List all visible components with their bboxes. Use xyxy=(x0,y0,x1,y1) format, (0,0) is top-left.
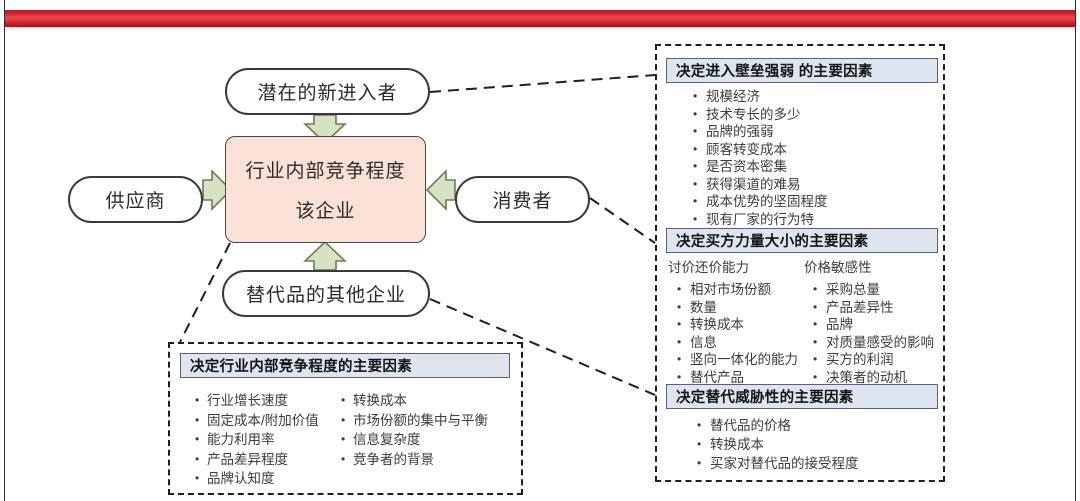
rivalry-item: 产品差异程度 xyxy=(194,450,340,470)
panel-rivalry-title: 决定行业内部竞争程度的主要因素 xyxy=(180,353,510,378)
node-substitutes[interactable]: 替代品的其他企业 xyxy=(222,270,430,317)
panel-substitute-threat: 决定替代威胁性的主要因素 替代品的价格转换成本买家对替代品的接受程度 xyxy=(666,384,938,473)
node-substitutes-label: 替代品的其他企业 xyxy=(245,285,406,306)
panel-buyer-power: 决定买方力量大小的主要因素 讨价还价能力 相对市场份额数量转换成本信息竖向一体化… xyxy=(666,228,938,386)
entry-barrier-list: 规模经济技术专长的多少品牌的强弱顾客转变成本是否资本密集获得渠道的难易成本优势的… xyxy=(690,88,938,228)
rivalry-item: 竞争者的背景 xyxy=(340,450,508,470)
panel-substitute-threat-title: 决定替代威胁性的主要因素 xyxy=(666,384,938,409)
node-potential-entrants-label: 潜在的新进入者 xyxy=(257,83,398,104)
arrow-left-consumer xyxy=(425,169,456,211)
panel-buyer-power-title: 决定买方力量大小的主要因素 xyxy=(666,228,938,253)
entry-barrier-item: 规模经济 xyxy=(690,88,938,106)
buyer-bargaining-title: 讨价还价能力 xyxy=(668,260,749,275)
rivalry-item: 固定成本/附加价值 xyxy=(194,411,340,431)
rivalry-item: 市场份额的集中与平衡 xyxy=(340,411,508,431)
panel-entry-barrier-title: 决定进入壁垒强弱 的主要因素 xyxy=(666,58,938,83)
buyer-bargaining-item: 数量 xyxy=(674,299,792,317)
right-factors-container xyxy=(655,44,945,482)
buyer-price-sensitivity-list: 采购总量产品差异性品牌对质量感受的影响买方的利润决策者的动机 xyxy=(810,281,952,386)
node-consumer-label: 消费者 xyxy=(492,191,553,212)
rivalry-item: 转换成本 xyxy=(340,391,508,411)
buyer-price-sensitivity-item: 买方的利润 xyxy=(810,351,952,369)
rivalry-list-a: 行业增长速度固定成本/附加价值能力利用率产品差异程度品牌认知度 xyxy=(194,391,340,489)
substitute-threat-list: 替代品的价格转换成本买家对替代品的接受程度 xyxy=(694,416,938,473)
rivalry-item: 行业增长速度 xyxy=(194,391,340,411)
entry-barrier-item: 技术专长的多少 xyxy=(690,106,938,124)
page-border-right xyxy=(1075,0,1076,501)
buyer-price-sensitivity-column: 价格敏感性 采购总量产品差异性品牌对质量感受的影响买方的利润决策者的动机 xyxy=(802,256,952,386)
buyer-bargaining-item: 相对市场份额 xyxy=(674,281,792,299)
node-supplier-label: 供应商 xyxy=(105,191,166,212)
arrow-up-substitutes xyxy=(302,240,348,271)
substitute-threat-item: 转换成本 xyxy=(694,435,938,454)
buyer-bargaining-list: 相对市场份额数量转换成本信息竖向一体化的能力替代产品 xyxy=(674,281,798,387)
buyer-bargaining-column: 讨价还价能力 相对市场份额数量转换成本信息竖向一体化的能力替代产品 xyxy=(666,256,798,387)
rivalry-factors-container xyxy=(168,342,523,495)
rivalry-item: 能力利用率 xyxy=(194,430,340,450)
buyer-bargaining-item: 竖向一体化的能力 xyxy=(674,351,798,369)
entry-barrier-item: 成本优势的坚固程度 xyxy=(690,193,938,211)
buyer-bargaining-item: 替代产品 xyxy=(674,369,792,387)
buyer-price-sensitivity-item: 产品差异性 xyxy=(810,299,952,317)
node-supplier[interactable]: 供应商 xyxy=(68,176,203,223)
node-consumer[interactable]: 消费者 xyxy=(455,176,590,223)
entry-barrier-item: 现有厂家的行为特 xyxy=(690,211,938,229)
leader-entrants-to-entry xyxy=(429,74,656,93)
node-industry-rivalry-center[interactable]: 行业内部竞争程度 该企业 xyxy=(225,136,426,243)
rivalry-column-a: 行业增长速度固定成本/附加价值能力利用率产品差异程度品牌认知度 xyxy=(180,386,340,489)
page-border-left xyxy=(4,0,5,501)
buyer-bargaining-item: 转换成本 xyxy=(674,316,792,334)
entry-barrier-item: 品牌的强弱 xyxy=(690,123,938,141)
buyer-price-sensitivity-title: 价格敏感性 xyxy=(804,260,872,275)
substitute-threat-item: 替代品的价格 xyxy=(694,416,938,435)
rivalry-list-b: 转换成本市场份额的集中与平衡信息复杂度竞争者的背景 xyxy=(340,391,508,469)
rivalry-column-b: 转换成本市场份额的集中与平衡信息复杂度竞争者的背景 xyxy=(340,386,508,489)
buyer-price-sensitivity-item: 采购总量 xyxy=(810,281,952,299)
node-potential-entrants[interactable]: 潜在的新进入者 xyxy=(225,68,430,115)
title-accent-bar xyxy=(5,10,1075,27)
leader-consumer-to-buyer xyxy=(589,197,656,244)
buyer-price-sensitivity-item: 对质量感受的影响 xyxy=(810,334,952,352)
rivalry-item: 信息复杂度 xyxy=(340,430,508,450)
rivalry-item: 品牌认知度 xyxy=(194,469,340,489)
panel-rivalry: 决定行业内部竞争程度的主要因素 行业增长速度固定成本/附加价值能力利用率产品差异… xyxy=(180,353,510,489)
entry-barrier-item: 顾客转变成本 xyxy=(690,141,938,159)
entry-barrier-item: 获得渠道的难易 xyxy=(690,176,938,194)
buyer-price-sensitivity-item: 决策者的动机 xyxy=(810,369,952,387)
center-line-2: 该企业 xyxy=(295,201,356,222)
substitute-threat-item: 买家对替代品的接受程度 xyxy=(694,454,938,473)
entry-barrier-item: 是否资本密集 xyxy=(690,158,938,176)
buyer-power-columns: 讨价还价能力 相对市场份额数量转换成本信息竖向一体化的能力替代产品 价格敏感性 … xyxy=(666,256,938,386)
rivalry-columns: 行业增长速度固定成本/附加价值能力利用率产品差异程度品牌认知度 转换成本市场份额… xyxy=(180,386,510,489)
buyer-price-sensitivity-item: 品牌 xyxy=(810,316,952,334)
panel-entry-barrier: 决定进入壁垒强弱 的主要因素 规模经济技术专长的多少品牌的强弱顾客转变成本是否资… xyxy=(666,58,938,228)
center-line-1: 行业内部竞争程度 xyxy=(245,161,406,182)
buyer-bargaining-item: 信息 xyxy=(674,334,792,352)
